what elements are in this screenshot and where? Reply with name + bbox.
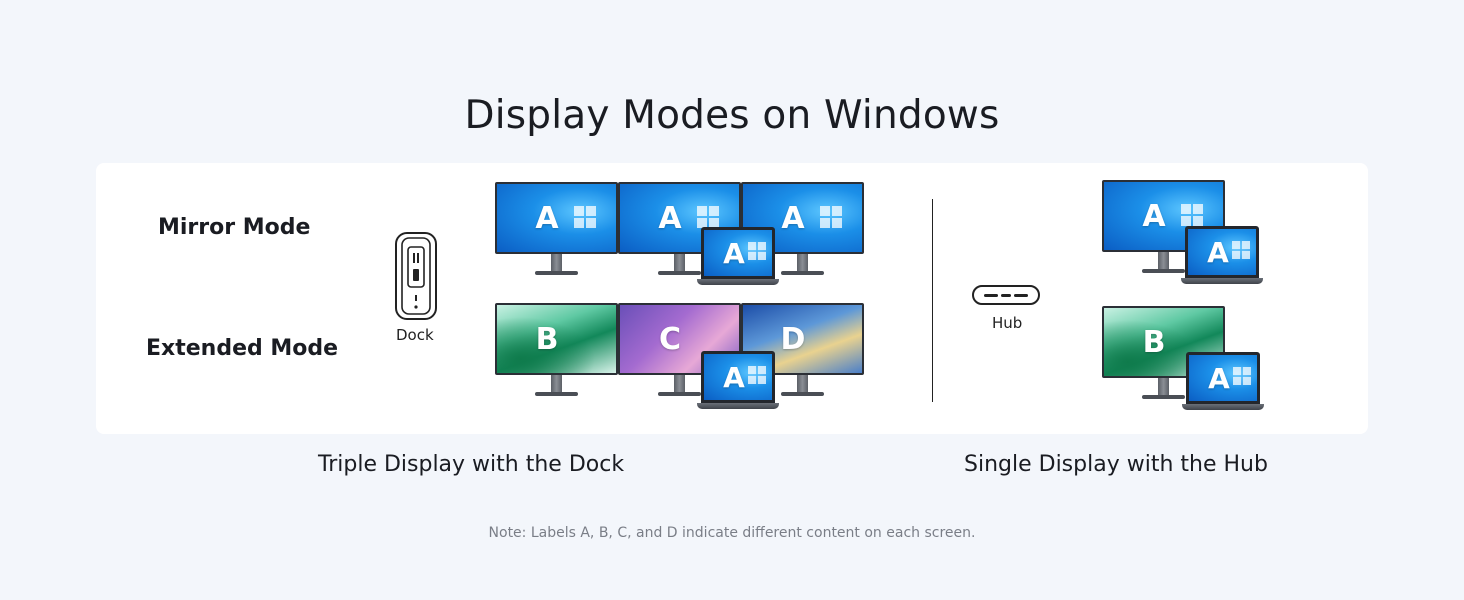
screen-label: B [1142,325,1166,360]
windows-logo-icon [748,242,766,260]
windows-logo-icon [820,206,842,228]
page-title: Display Modes on Windows [464,93,1000,138]
dock-caption: Triple Display with the Dock [318,452,625,477]
windows-logo-icon [748,366,766,384]
windows-logo-icon [1181,204,1203,226]
laptop: A [697,351,779,411]
screen-label: A [535,201,559,236]
windows-logo-icon [1232,241,1250,259]
hub-label: Hub [992,314,1023,332]
screen-label: D [780,322,806,357]
windows-logo-icon [1233,367,1251,385]
hub-caption: Single Display with the Hub [964,452,1268,477]
windows-logo-icon [697,206,719,228]
screen-label: A [1208,362,1230,395]
screen-label: A [723,361,745,394]
dock-label: Dock [396,326,434,344]
screen-label: C [658,322,682,357]
section-divider [932,199,933,402]
extended-mode-label: Extended Mode [146,336,339,361]
laptop: A [1181,226,1263,286]
screen-label: A [658,201,682,236]
windows-logo-icon [574,206,596,228]
screen-label: A [781,201,805,236]
monitor: A [495,182,618,278]
screen-label: B [535,322,559,357]
mirror-mode-label: Mirror Mode [158,215,311,240]
dock-icon [395,232,437,320]
monitor: B [495,303,618,399]
footnote: Note: Labels A, B, C, and D indicate dif… [488,525,976,541]
screen-label: A [723,237,745,270]
laptop: A [1182,352,1264,412]
laptop: A [697,227,779,287]
hub-icon [972,285,1040,305]
screen-label: A [1207,236,1229,269]
screen-label: A [1142,199,1166,234]
display-modes-panel: Mirror Mode Extended Mode Dock A A A [96,163,1368,434]
